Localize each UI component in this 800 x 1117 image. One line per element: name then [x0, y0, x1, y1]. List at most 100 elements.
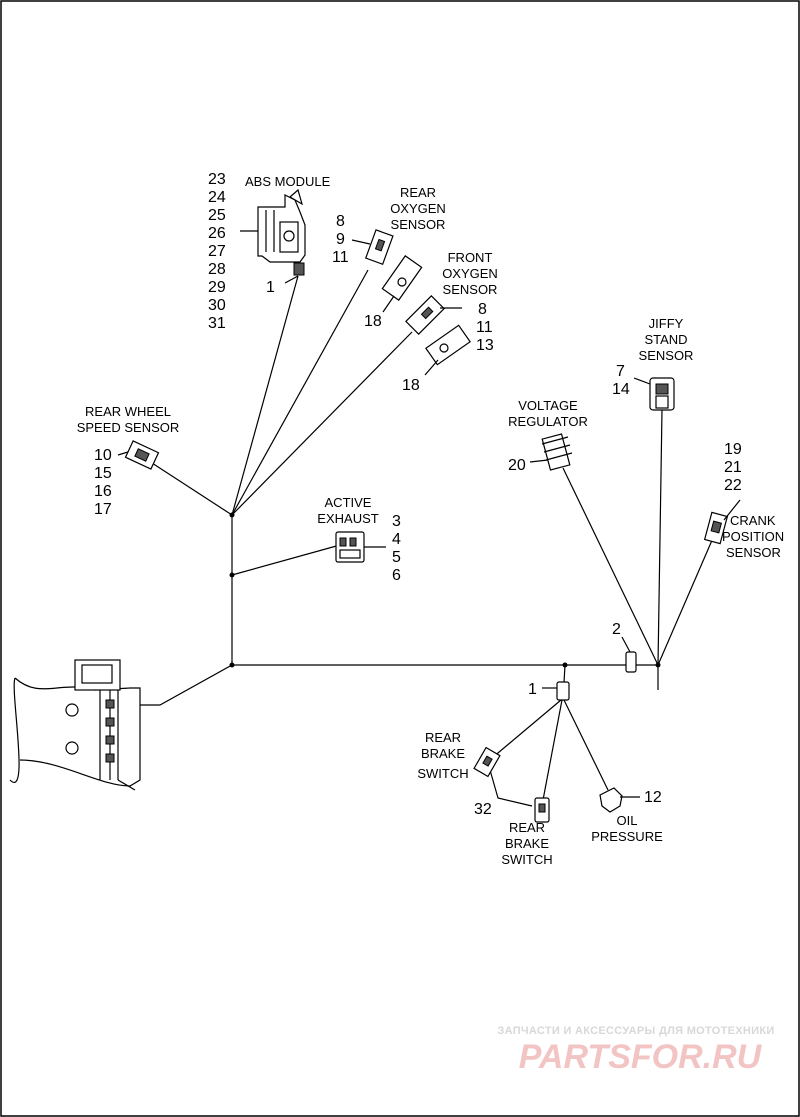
label-line: REAR WHEEL: [85, 404, 171, 419]
junction-dot: [229, 662, 235, 668]
callout-number: 6: [392, 567, 401, 584]
label-line: PRESSURE: [591, 829, 663, 844]
front-oxygen-plug: [424, 324, 471, 376]
callout-number: 31: [208, 315, 226, 332]
front-oxygen-branch-wire: [231, 331, 413, 516]
rear-wheel-speed-label: REAR WHEEL SPEED SENSOR: [77, 404, 180, 435]
front-oxygen-connector: [405, 295, 462, 335]
label-line: CRANK: [730, 513, 776, 528]
callout-number: 11: [332, 249, 349, 266]
oil-pressure-label: OIL PRESSURE 12: [591, 789, 663, 844]
label-line: OIL: [617, 813, 638, 828]
callout-number: 30: [208, 297, 226, 314]
abs-module-label: ABS MODULE: [245, 174, 331, 189]
jiffy-stand-callouts: 7 14: [612, 363, 630, 398]
active-exhaust-callouts: 3 4 5 6: [392, 513, 401, 584]
rear-oxygen-label: REAR OXYGEN SENSOR: [390, 185, 446, 232]
rear-oxygen-plug: [381, 255, 423, 313]
rear-brake-jumper-wire: [489, 769, 533, 807]
callout-number: 27: [208, 243, 226, 260]
junction-dots: [229, 512, 661, 668]
callout-number: 12: [644, 789, 662, 806]
front-oxygen-label: FRONT OXYGEN SENSOR: [442, 250, 498, 297]
frame-section: [9, 659, 141, 791]
callout-number: 10: [94, 447, 112, 464]
label-line: BRAKE: [421, 746, 465, 761]
voltage-regulator-label: VOLTAGE REGULATOR 20: [508, 398, 588, 474]
callout-number: 25: [208, 207, 226, 224]
callout-number: 18: [402, 377, 420, 394]
callout-number: 26: [208, 225, 226, 242]
rear-brake-switch-connector-1: [473, 746, 501, 778]
watermark-tagline: ЗАПЧАСТИ И АКСЕССУАРЫ ДЛЯ МОТОТЕХНИКИ: [497, 1025, 774, 1037]
crank-position-callouts: 19 21 22: [724, 441, 742, 494]
callout-number: 17: [94, 501, 112, 518]
label-line: SENSOR: [639, 348, 694, 363]
label-line: SENSOR: [391, 217, 446, 232]
watermark-brand: PARTSFOR.RU: [519, 1038, 763, 1076]
callout-number: 21: [724, 459, 742, 476]
rear-brake-switch-label-2: REAR BRAKE SWITCH: [501, 820, 552, 867]
rear-brake-switch-label-1: REAR BRAKE SWITCH: [417, 730, 468, 781]
junction-dot: [562, 662, 568, 668]
callout-number: 13: [476, 337, 494, 354]
callout-number: 19: [724, 441, 742, 458]
clip-2: [621, 636, 637, 673]
callout-number: 18: [364, 313, 382, 330]
label-line: BRAKE: [505, 836, 549, 851]
callout-number: 8: [336, 213, 345, 230]
callout-number: 3: [392, 513, 401, 530]
rear-brake-wire-1: [491, 699, 562, 759]
abs-module-drawing: [240, 188, 306, 284]
jiffy-stand-connector: [633, 377, 675, 411]
abs-branch-wire: [231, 275, 299, 516]
label-line: OXYGEN: [442, 266, 498, 281]
oil-pressure-wire: [563, 699, 609, 791]
callout-number: 7: [616, 363, 625, 380]
label-line: REAR: [425, 730, 461, 745]
junction-dot: [229, 512, 235, 518]
callout-number: 29: [208, 279, 226, 296]
callout-number: 4: [392, 531, 401, 548]
callout-number: 11: [476, 319, 493, 336]
label-line: OXYGEN: [390, 201, 446, 216]
rear-wheel-speed-callouts: 10 15 16 17: [94, 447, 112, 518]
harness-wires: [130, 269, 714, 807]
crank-position-label: CRANK POSITION SENSOR: [722, 513, 784, 560]
wheel-speed-connector: [117, 440, 160, 470]
callout-number: 9: [336, 231, 345, 248]
abs-module-callouts: 23 24 25 26 27 28 29 30 31 1: [208, 171, 275, 332]
label-line: REGULATOR: [508, 414, 588, 429]
label-line: SWITCH: [417, 766, 468, 781]
main-harness-wire: [130, 664, 660, 706]
crank-position-connector: [703, 499, 741, 545]
junction-dot: [655, 662, 661, 668]
front-oxygen-callouts: 8 11 13 18: [402, 301, 494, 394]
label-line: SPEED SENSOR: [77, 420, 180, 435]
label-line: SENSOR: [726, 545, 781, 560]
label-line: ACTIVE: [325, 495, 372, 510]
label-line: STAND: [644, 332, 687, 347]
voltage-regulator-wire: [562, 467, 659, 666]
label-line: ABS MODULE: [245, 174, 331, 189]
wheel-speed-branch-wire: [151, 462, 233, 516]
crank-sensor-wire: [657, 537, 714, 666]
label-line: REAR: [509, 820, 545, 835]
rear-oxygen-connector: [351, 229, 394, 266]
label-line: SENSOR: [443, 282, 498, 297]
label-line: EXHAUST: [317, 511, 378, 526]
callout-number: 22: [724, 477, 742, 494]
watermark: ЗАПЧАСТИ И АКСЕССУАРЫ ДЛЯ МОТОТЕХНИКИ PA…: [497, 1025, 774, 1076]
jiffy-stand-wire: [657, 409, 663, 666]
callout-number: 28: [208, 261, 226, 278]
callout-number: 16: [94, 483, 112, 500]
rear-oxygen-branch-wire: [231, 269, 369, 516]
oil-pressure-switch: [599, 787, 640, 813]
callout-number: 20: [508, 457, 526, 474]
callout-number: 23: [208, 171, 226, 188]
rear-brake-wire-2: [542, 699, 563, 801]
label-line: SWITCH: [501, 852, 552, 867]
rear-oxygen-callouts: 8 9 11 18: [332, 213, 382, 330]
